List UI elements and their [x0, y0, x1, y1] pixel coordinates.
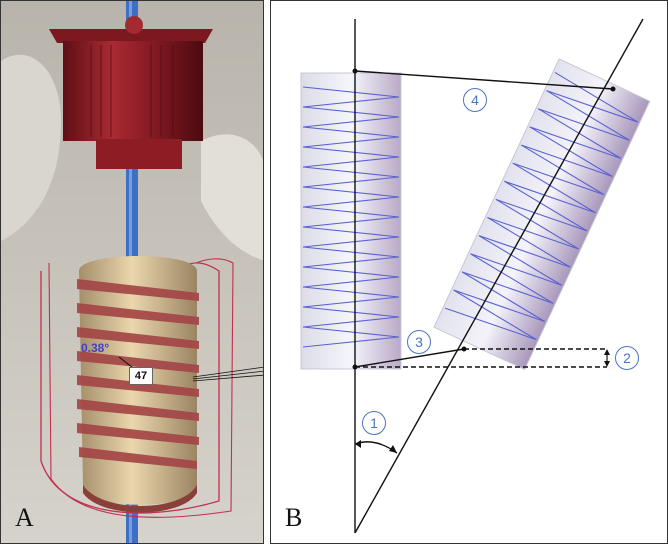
panel-a: 0.38° 47 A	[0, 0, 264, 544]
sleeve-top-cap	[49, 29, 213, 43]
gum-right	[201, 134, 263, 261]
panel-b-label: B	[285, 503, 303, 532]
sleeve-body	[63, 41, 203, 141]
planned-implant	[300, 72, 402, 370]
implant-threads	[77, 279, 199, 469]
depth-readout: 47	[129, 367, 153, 385]
sleeve-lower	[96, 139, 182, 169]
placed-implant	[433, 58, 651, 371]
deviation-diagram	[300, 18, 651, 534]
placed-implant-threads	[444, 71, 639, 341]
panel-a-label: A	[15, 503, 34, 532]
panel-a-scene	[1, 1, 263, 543]
angle-readout: 0.38°	[81, 341, 110, 355]
marker-angular-deviation: 1	[362, 411, 386, 435]
coronal-deviation-line	[354, 70, 614, 90]
planned-implant-threads	[302, 86, 400, 348]
sleeve-knob	[125, 16, 143, 34]
marker-depth-deviation: 2	[615, 346, 639, 370]
panel-b: 1 2 3 4 B	[270, 0, 668, 544]
marker-apical-deviation: 3	[407, 330, 431, 354]
apical-deviation-line	[354, 348, 465, 368]
angle-leader	[192, 366, 263, 382]
marker-coronal-deviation: 4	[463, 88, 487, 112]
placed-axis	[354, 18, 644, 534]
tooth-left	[1, 54, 61, 241]
